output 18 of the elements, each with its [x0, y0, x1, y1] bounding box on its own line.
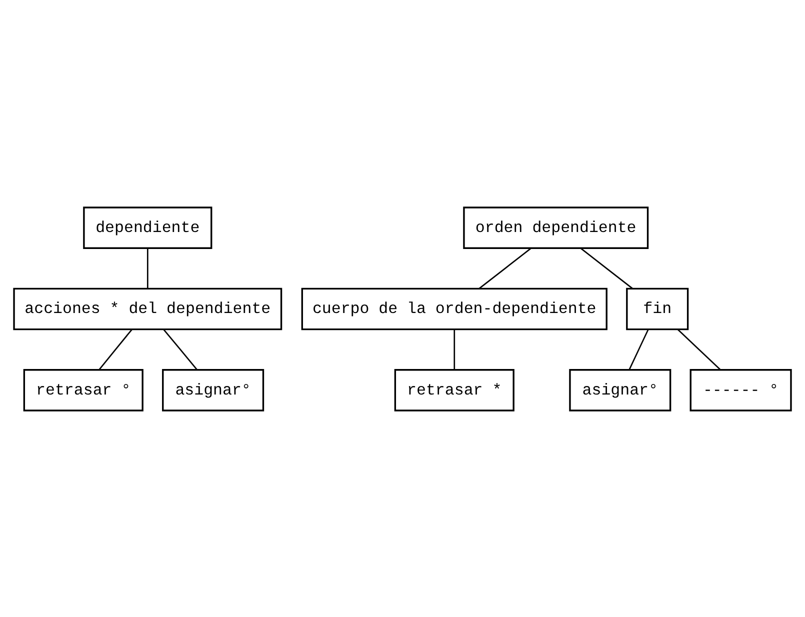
node-box: cuerpo de la orden-dependiente	[301, 287, 608, 330]
connector	[628, 328, 649, 370]
node-box: fin	[626, 287, 689, 330]
connector	[98, 328, 132, 370]
node-box: asignar°	[569, 368, 672, 411]
node-box: acciones * del dependiente	[13, 287, 282, 330]
node-box: retrasar °	[23, 368, 144, 411]
node-box: asignar°	[162, 368, 264, 411]
connector	[454, 329, 456, 370]
connector	[678, 328, 721, 370]
connector	[580, 247, 633, 289]
connector	[163, 328, 198, 370]
node-box: retrasar *	[394, 368, 514, 411]
node-box: orden dependiente	[463, 206, 649, 248]
connector	[478, 247, 532, 289]
node-box: dependiente	[83, 206, 212, 248]
connector	[146, 248, 148, 288]
node-box: ------ °	[690, 368, 792, 411]
